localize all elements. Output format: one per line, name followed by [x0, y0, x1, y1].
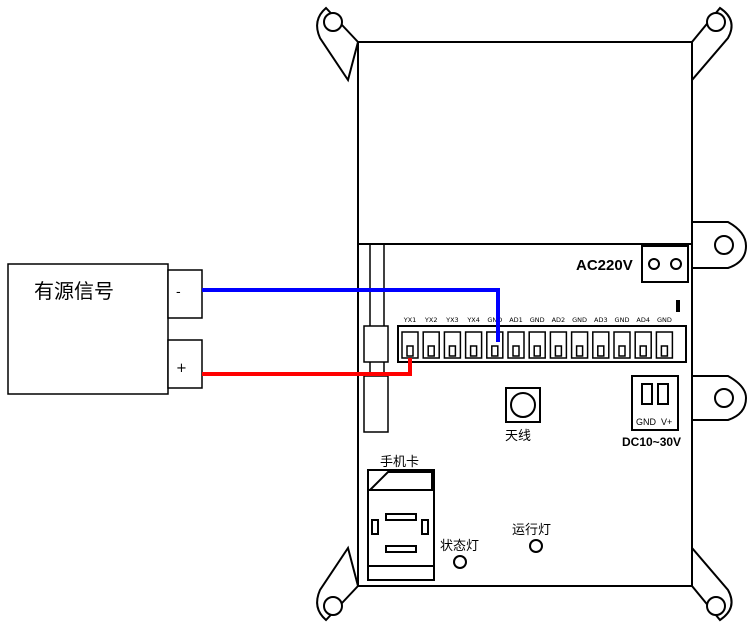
positive-wire — [202, 358, 412, 376]
terminal-label-ad3-9: AD3 — [594, 316, 608, 324]
terminal-label-yx1-0: YX1 — [403, 316, 417, 324]
signal-source-box — [7, 263, 169, 395]
sim-card-slot[interactable] — [367, 469, 435, 581]
terminal-screw-ad4-11[interactable] — [634, 331, 652, 359]
terminal-label-yx2-1: YX2 — [424, 316, 438, 324]
terminal-label-gnd-10: GND — [615, 316, 630, 324]
signal-plus-terminal — [167, 339, 203, 389]
terminal-screw-gnd-6[interactable] — [528, 331, 546, 359]
terminal-screw-gnd-4[interactable] — [486, 331, 504, 359]
dc-label: DC10~30V — [622, 435, 681, 449]
terminal-label-gnd-6: GND — [530, 316, 545, 324]
terminal-label-gnd-8: GND — [572, 316, 587, 324]
terminal-label-gnd-12: GND — [657, 316, 672, 324]
terminal-label-yx4-3: YX4 — [466, 316, 480, 324]
sim-label: 手机卡 — [380, 455, 419, 470]
terminal-screw-yx4-3[interactable] — [464, 331, 483, 359]
mounting-ear-top-right — [691, 6, 733, 83]
terminal-screw-gnd-10[interactable] — [613, 331, 631, 359]
status-led-label: 状态灯 — [440, 539, 479, 554]
dc-power-port[interactable] — [631, 375, 679, 431]
terminal-screw-ad1-5[interactable] — [507, 331, 525, 359]
terminal-label-ad2-7: AD2 — [552, 316, 566, 324]
mounting-ear-right-lower — [691, 375, 748, 421]
mounting-ear-bottom-right — [691, 545, 733, 622]
ac-label: AC220V — [576, 257, 633, 274]
mounting-ear-top-left — [316, 6, 360, 83]
antenna-connector[interactable] — [505, 387, 541, 423]
mounting-ear-right-upper — [691, 221, 748, 269]
mounting-ear-bottom-left — [316, 545, 360, 622]
antenna-label: 天线 — [505, 429, 531, 444]
status-led — [453, 555, 467, 569]
terminal-screw-ad3-9[interactable] — [592, 331, 610, 359]
signal-minus-terminal — [167, 269, 203, 319]
signal-plus-label: + — [176, 361, 187, 376]
signal-minus-label: - — [176, 285, 181, 300]
cable-conduit — [363, 244, 389, 433]
terminal-label-yx3-2: YX3 — [445, 316, 459, 324]
signal-source-label: 有源信号 — [34, 279, 114, 303]
terminal-screw-yx2-1[interactable] — [422, 331, 440, 359]
terminal-label-ad4-11: AD4 — [636, 316, 650, 324]
negative-wire — [202, 288, 500, 342]
terminal-screw-ad2-7[interactable] — [549, 331, 568, 359]
run-led-label: 运行灯 — [512, 523, 551, 538]
dc-pin-vplus: V+ — [661, 417, 672, 427]
terminal-screw-gnd-8[interactable] — [570, 331, 589, 359]
terminal-screw-gnd-12[interactable] — [655, 331, 674, 359]
terminal-indicator — [676, 300, 680, 312]
terminal-screw-yx3-2[interactable] — [443, 331, 462, 359]
terminal-label-ad1-5: AD1 — [509, 316, 523, 324]
run-led — [529, 539, 543, 553]
terminal-screw-yx1-0[interactable] — [401, 331, 419, 359]
dc-pin-gnd: GND — [636, 417, 657, 427]
terminal-label-gnd-4: GND — [487, 316, 502, 324]
ac-terminal-block — [641, 245, 689, 283]
